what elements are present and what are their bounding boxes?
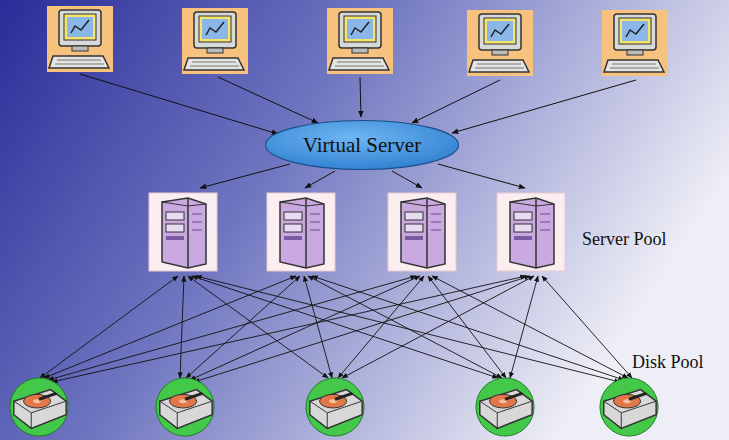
ellipse-shape [266,121,459,170]
computer-icon [467,10,533,76]
arrow-line [304,276,332,378]
arrow-line [180,276,184,378]
computer-icon [602,10,668,76]
disk-icon [306,378,364,436]
arrow-line [542,276,632,378]
virtual-server-ellipse: Virtual Server [264,119,460,171]
arrow-line [412,80,500,123]
arrow-line [392,171,422,188]
arrow-line [190,276,420,380]
arrow-line [432,276,628,378]
arrow-line [312,276,624,380]
arrow-line [80,74,278,134]
server-pool [149,193,565,271]
disk-icon [10,378,68,436]
arrow-line [200,164,290,188]
arrow-line [308,276,502,378]
arrow-line [305,171,335,188]
arrow-line [428,276,506,378]
disk-icon [476,378,534,436]
arrow-line [218,77,318,123]
computer-icon [47,6,113,72]
storage-arrows [40,276,632,382]
server-icon [149,193,217,271]
server-icon [388,193,456,271]
arrow-line [338,276,424,378]
arrow-line [360,77,361,117]
arrow-line [52,276,526,382]
arrow-line [452,80,636,133]
arrow-line [48,276,416,380]
disk-icon [600,378,658,436]
client-computers [47,6,668,76]
arrow-line [194,276,530,382]
pool-label: Server Pool [582,229,667,250]
pool-label: Disk Pool [632,352,704,373]
node-label: Virtual Server [303,133,421,158]
computer-icon [182,8,248,74]
arrow-line [510,276,538,378]
arrow-line [186,276,300,378]
arrow-line [438,164,525,188]
disk-pool [10,378,658,436]
computer-icon [327,8,393,74]
server-icon [497,193,565,271]
arrow-line [192,276,498,378]
arrow-line [342,276,534,378]
server-icon [267,193,335,271]
disk-icon [156,378,214,436]
